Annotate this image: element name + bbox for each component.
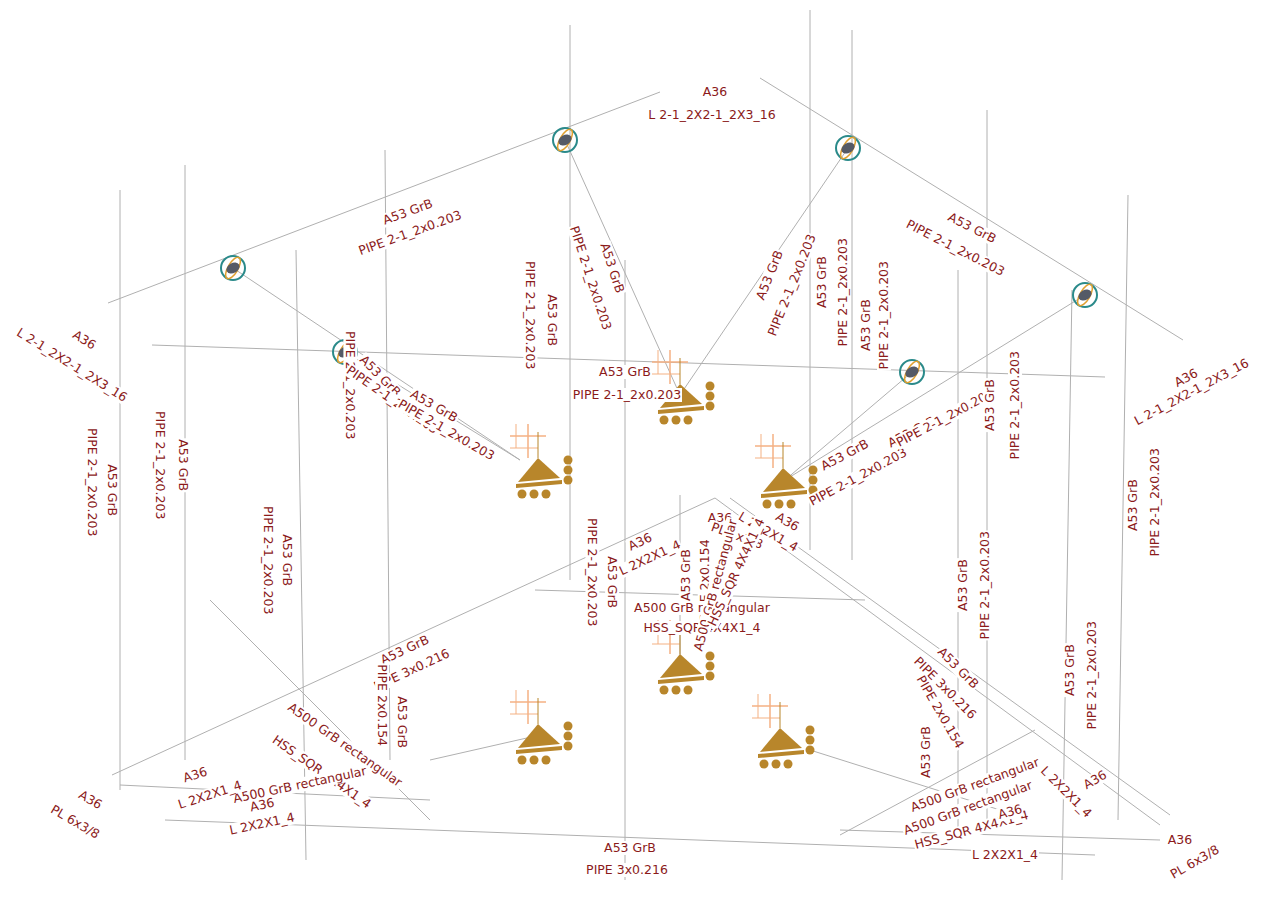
support-symbol [510, 424, 573, 499]
member-label: A53 GrB [395, 695, 409, 749]
member-label: PIPE 2-1_2x0.203 [523, 260, 537, 370]
member-label: A36 [702, 85, 728, 99]
member-label: A53 GrB [597, 240, 627, 296]
member-label: PIPE 2-1_2x0.203 [877, 260, 891, 370]
member-label: PIPE 2-1_2x0.203 [572, 388, 682, 402]
member-label: PIPE 2-1_2x0.203 [261, 505, 275, 615]
member-label: A53 GrB [1063, 643, 1077, 697]
member-label: A36 [180, 764, 210, 786]
member-label: A53 GrB [859, 298, 873, 352]
member-label: A36 [75, 787, 105, 813]
joint-symbol [836, 135, 860, 161]
member-label: A53 GrB [815, 255, 829, 309]
member-label: L 2X2X1_4 [227, 810, 297, 838]
joint-symbol [553, 127, 577, 153]
member-label: A53 GrB [1126, 478, 1140, 532]
member-label: A53 GrB [176, 438, 190, 492]
member-label: PIPE 2-1_2x0.203 [978, 530, 992, 640]
member-label: A53 GrB [919, 725, 933, 779]
joint-symbol [1073, 282, 1097, 308]
member-label: A53 GrB [598, 365, 652, 379]
member-label: PIPE 2x0.154 [375, 663, 389, 747]
member-label: A53 GrB [105, 463, 119, 517]
member-label: A36 [1080, 767, 1110, 793]
member-label: PIPE 2-1_2x0.203 [836, 237, 850, 347]
member-label: PIPE 2-1_2x0.203 [1148, 447, 1162, 557]
joint-symbol [221, 255, 245, 281]
member-label: A36 [1167, 833, 1193, 847]
member-label: PIPE 2-1_2x0.203 [585, 517, 599, 627]
member-label: PIPE 2-1_2x0.203 [1008, 350, 1022, 460]
member-label: PIPE 2-1_2x0.203 [893, 386, 997, 451]
member-label: L 2-1_2X2-1_2X3_16 [647, 108, 776, 122]
member-label: PL 6x3/8 [1167, 842, 1223, 882]
member-label: A53 GrB [956, 558, 970, 612]
support-symbols [510, 350, 818, 769]
member-lines [108, 10, 1183, 880]
member-label: A53 GrB [603, 841, 657, 855]
support-symbol [510, 690, 573, 765]
joint-symbol [900, 359, 924, 385]
member-label: PIPE 2-1_2x0.203 [343, 330, 357, 440]
member-label: A36 [248, 795, 277, 815]
member-label: PIPE 2-1_2x0.203 [1085, 620, 1099, 730]
member-label: L 2X2X1_4 [971, 848, 1039, 862]
member-label: A36 [69, 327, 99, 353]
member-label: A53 GrB [679, 548, 693, 602]
member-label: A53 GrB [280, 533, 294, 587]
member-label: A53 GrB [605, 555, 619, 609]
member-label: PIPE 3x0.216 [585, 863, 669, 877]
support-symbol [752, 694, 815, 769]
member-label: A53 GrB [545, 293, 559, 347]
member-label: PIPE 2-1_2x0.203 [85, 427, 99, 537]
member-label: PIPE 2-1_2x0.203 [153, 410, 167, 520]
member-label: A53 GrB [983, 378, 997, 432]
